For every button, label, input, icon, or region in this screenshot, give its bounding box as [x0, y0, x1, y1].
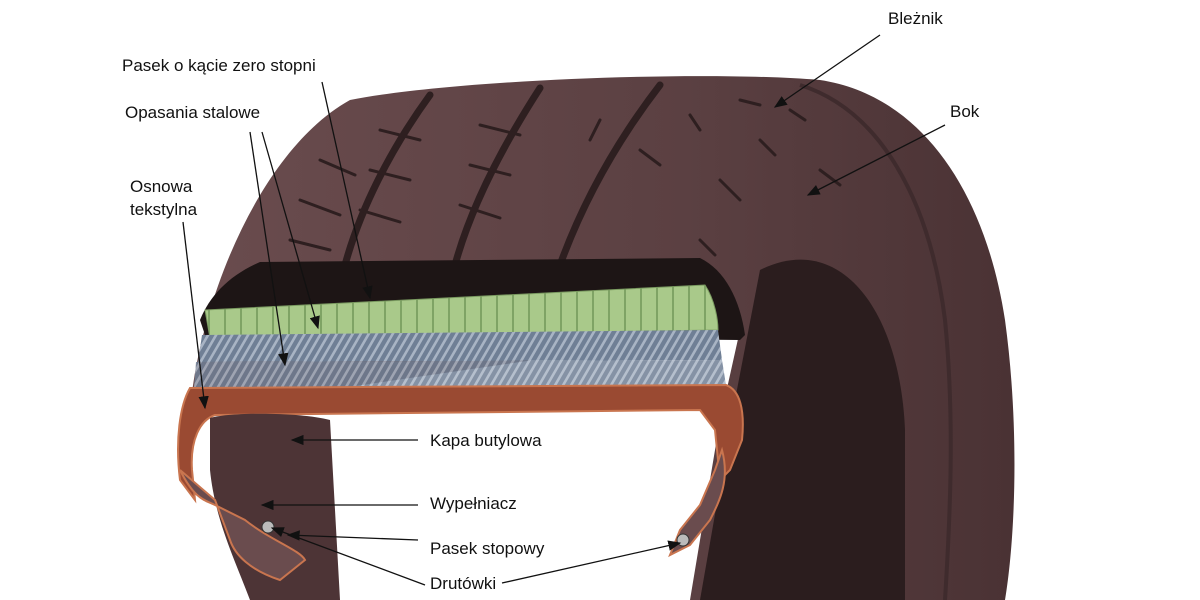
steel-belt-pointer-1	[249, 131, 289, 367]
leader-lines	[182, 34, 946, 586]
tire-inner-opening	[700, 259, 905, 600]
textile-ply	[177, 383, 744, 504]
label-zero-degree-belt: Pasek o kącie zero stopni	[122, 56, 316, 75]
tread-pointer	[773, 34, 881, 108]
steel-belt-lower	[194, 360, 726, 388]
left-bead	[179, 469, 307, 582]
sidewall-pointer	[806, 124, 946, 196]
zero-degree-belt	[204, 284, 719, 339]
left-bead-wire	[261, 520, 275, 534]
label-filler: Wypełniacz	[430, 494, 517, 513]
steel-belt-pointer-2	[261, 131, 320, 330]
bead-wire-pointer-left	[270, 527, 426, 586]
tread-sipes	[288, 98, 842, 257]
right-bead	[668, 446, 726, 558]
label-chafer: Pasek stopowy	[430, 539, 545, 558]
sidewall-ridge	[799, 83, 953, 600]
steel-belt-upper	[198, 330, 722, 362]
label-butyl-liner: Kapa butylowa	[430, 431, 542, 450]
label-steel-belts: Opasania stalowe	[125, 103, 261, 122]
right-bead-wire	[676, 533, 690, 547]
chafer-pointer	[286, 530, 419, 541]
label-tread: Bleżnik	[888, 9, 943, 28]
label-textile-ply-line2: tekstylna	[130, 200, 198, 219]
textile-ply-pointer	[182, 221, 209, 410]
label-bead-wires: Drutówki	[430, 574, 497, 593]
label-textile-ply-line1: Osnowa	[130, 177, 193, 196]
zero-belt-pointer	[321, 81, 373, 300]
label-sidewall: Bok	[950, 102, 980, 121]
bead-wire-pointer-right	[501, 540, 682, 584]
tread-grooves	[341, 81, 664, 269]
